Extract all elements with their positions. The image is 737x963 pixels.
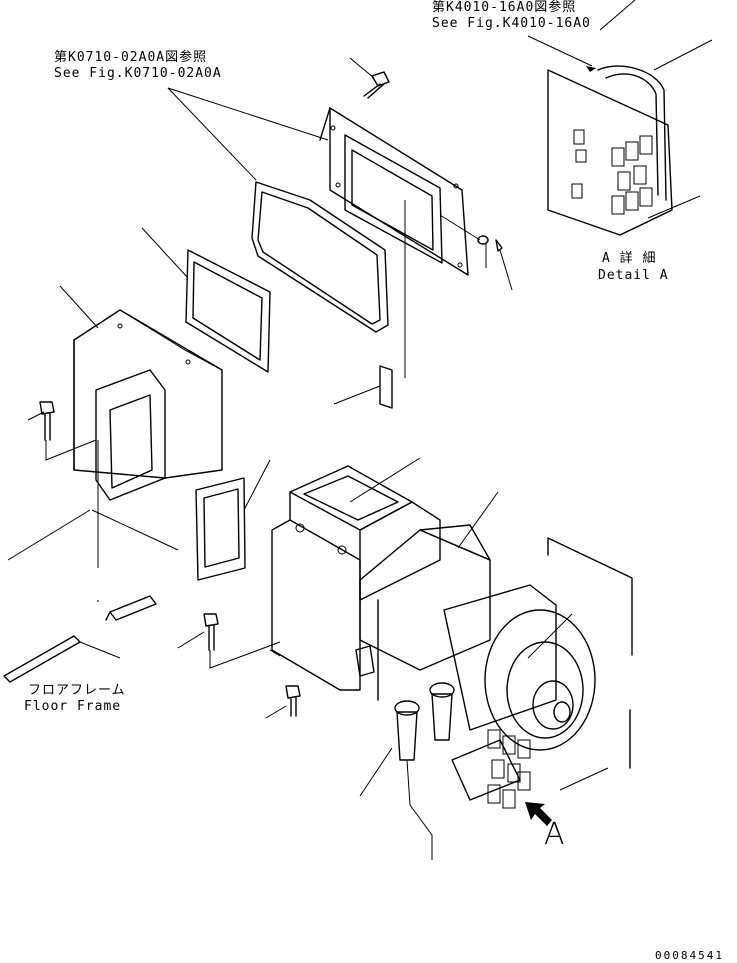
duct-nozzles (394, 682, 455, 860)
rear-panel (547, 537, 633, 769)
floor-frame-label-jp: フロアフレーム (28, 683, 126, 698)
bolt-left (39, 401, 97, 461)
small-gasket (185, 249, 271, 373)
duct-cover (73, 309, 223, 501)
detail-a-label-en: Detail A (598, 268, 669, 283)
floor-frame-label-en: Floor Frame (24, 699, 122, 714)
connector-cluster (487, 729, 531, 809)
figure-number: 00084541 (655, 949, 724, 962)
reference-k4010-jp: 第K4010-16A0図参照 (432, 0, 577, 15)
large-gasket (251, 181, 389, 333)
view-arrow-icon (525, 802, 552, 826)
detail-a-drawing (547, 65, 673, 236)
floor-frame-edge (3, 635, 121, 683)
reference-k0710-en: See Fig.K0710-02A0A (54, 66, 222, 81)
side-gasket (195, 477, 246, 581)
blower-housing (443, 584, 596, 801)
washer-and-clip (439, 214, 513, 291)
air-conditioner-unit (269, 465, 491, 701)
screw-top (349, 57, 390, 99)
reference-k4010-en: See Fig.K4010-16A0 (432, 16, 591, 31)
floor-bracket (105, 595, 157, 621)
detail-a-label-jp: A 詳 細 (602, 251, 657, 266)
reference-k0710-jp: 第K0710-02A0A図参照 (54, 50, 208, 65)
view-marker-a: A (544, 817, 565, 852)
upper-cover-plate (319, 107, 469, 276)
small-bracket (379, 200, 406, 409)
detail-connector-cluster (611, 135, 653, 215)
bolt-middle (203, 613, 281, 669)
bolt-lower (285, 685, 301, 717)
leader-lines (7, 0, 713, 797)
